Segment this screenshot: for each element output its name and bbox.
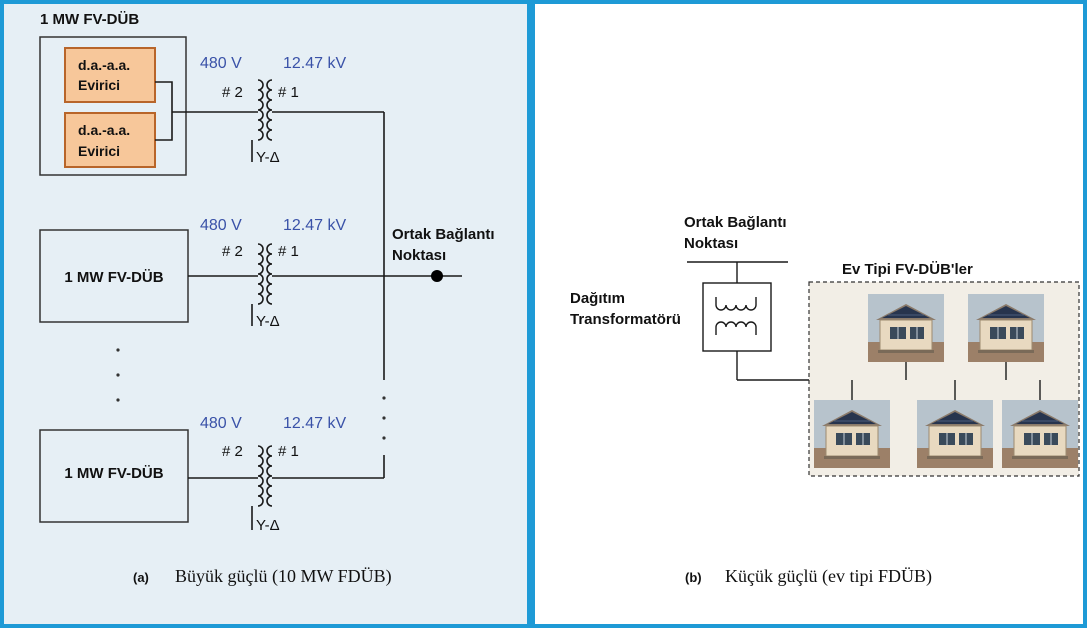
inverter-2-line2: Evirici xyxy=(78,143,120,159)
transformer-2-lv-voltage: 480 V xyxy=(200,217,242,234)
transformer-2-hv-voltage: 12.47 kV xyxy=(283,217,346,234)
transformer-1-lv-voltage: 480 V xyxy=(200,55,242,72)
house-2 xyxy=(967,293,1045,363)
transformer-b-label-line2: Transformatörü xyxy=(570,311,681,328)
transformer-3-hv-voltage: 12.47 kV xyxy=(283,415,346,432)
inverter-wires xyxy=(155,81,258,141)
house-4 xyxy=(916,399,994,469)
transformer-1-hv-voltage: 12.47 kV xyxy=(283,55,346,72)
pcc-node xyxy=(431,270,443,282)
house-3 xyxy=(813,399,891,469)
transformer-3-winding-hv: # 1 xyxy=(278,443,299,460)
transformer-1: 480 V 12.47 kV # 2 # 1 Y-Δ xyxy=(200,55,346,166)
homes-title: Ev Tipi FV-DÜB'ler xyxy=(842,261,973,278)
transformer-2-connection: Y-Δ xyxy=(256,313,280,330)
inverter-2-line1: d.a.-a.a. xyxy=(78,122,130,138)
pcc-label-b-line2: Noktası xyxy=(684,235,738,252)
pv-box-2 xyxy=(39,229,189,323)
caption-a-letter: (a) xyxy=(133,570,149,585)
pcc-label-a-line1: Ortak Bağlantı xyxy=(392,226,495,243)
collector-bus xyxy=(383,112,462,478)
pv-box-3-label: 1 MW FV-DÜB xyxy=(64,465,163,482)
inverter-box-1 xyxy=(64,47,156,103)
caption-a-text: Büyük güçlü (10 MW FDÜB) xyxy=(175,566,392,587)
house-1 xyxy=(867,293,945,363)
house-5 xyxy=(1001,399,1079,469)
transformer-2-winding-hv: # 1 xyxy=(278,243,299,260)
transformer-3-lv-voltage: 480 V xyxy=(200,415,242,432)
transformer-3: 480 V 12.47 kV # 2 # 1 Y-Δ xyxy=(200,415,346,534)
transformer-3-connection: Y-Δ xyxy=(256,517,280,534)
pv-group-title: 1 MW FV-DÜB xyxy=(40,11,139,28)
homes-feeder-wires xyxy=(851,362,1041,400)
transformer-1-connection: Y-Δ xyxy=(256,149,280,166)
ellipsis-vertical-left xyxy=(116,348,120,402)
caption-b-letter: (b) xyxy=(685,570,702,585)
transformer-2: 480 V 12.47 kV # 2 # 1 Y-Δ xyxy=(200,217,346,330)
transformer-b-label-line1: Dağıtım xyxy=(570,290,625,307)
inverter-1-line1: d.a.-a.a. xyxy=(78,57,130,73)
caption-b-text: Küçük güçlü (ev tipi FDÜB) xyxy=(725,566,932,587)
transformer-2-winding-lv: # 2 xyxy=(222,243,243,260)
inverter-1-line2: Evirici xyxy=(78,77,120,93)
transformer-1-winding-lv: # 2 xyxy=(222,84,243,101)
pcc-label-b-line1: Ortak Bağlantı xyxy=(684,214,787,231)
transformer-3-winding-lv: # 2 xyxy=(222,443,243,460)
transformer-1-winding-hv: # 1 xyxy=(278,84,299,101)
ellipsis-vertical-bus xyxy=(382,396,386,440)
pv-box-3 xyxy=(39,429,189,523)
pcc-label-a-line2: Noktası xyxy=(392,247,446,264)
pv-box-2-label: 1 MW FV-DÜB xyxy=(64,269,163,286)
